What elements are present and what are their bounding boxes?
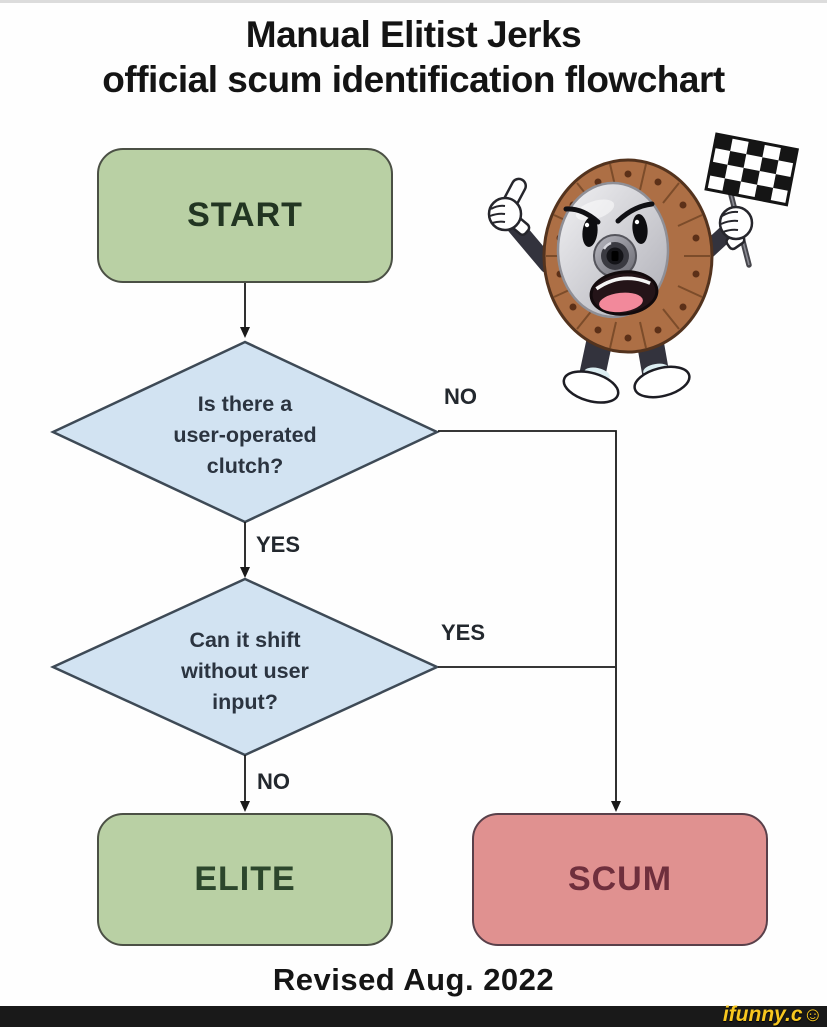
smiley-icon: ☺ — [802, 1004, 823, 1026]
scum-label: SCUM — [567, 860, 673, 898]
thumbs-up-glove-icon — [487, 177, 531, 236]
start-label: START — [187, 196, 303, 234]
decision1-line-2: user-operated — [173, 423, 317, 447]
title-line-1: Manual Elitist Jerks — [245, 14, 582, 55]
top-edge-line — [0, 0, 827, 3]
flow-node-start: START — [97, 148, 393, 283]
elite-label: ELITE — [194, 860, 296, 898]
checkered-flag-icon — [704, 132, 800, 207]
revised-date-text: Revised Aug. 2022 — [272, 962, 555, 997]
edge-label-no-2: NO — [257, 769, 290, 794]
title-line-2: official scum identification flowchart — [102, 59, 725, 100]
ifunny-watermark: ifunny.c☺ — [723, 1003, 823, 1027]
edge-label-yes-2: YES — [441, 620, 486, 645]
clutch-disc-mascot-icon — [487, 132, 800, 404]
edge-label-no-1: NO — [444, 384, 477, 409]
decision2-line-1: Can it shift — [189, 628, 301, 652]
bottom-bar — [0, 1006, 827, 1027]
page-title: Manual Elitist Jerks official scum ident… — [0, 12, 827, 102]
edge-label-yes-1: YES — [256, 532, 301, 557]
flow-node-elite: ELITE — [97, 813, 393, 946]
decision2-text: Can it shift without user input? — [145, 625, 345, 718]
flag-glove-icon — [718, 205, 754, 251]
decision1-text: Is there a user-operated clutch? — [145, 389, 345, 482]
flow-node-scum: SCUM — [472, 813, 768, 946]
decision1-line-3: clutch? — [206, 454, 284, 478]
decision2-line-2: without user — [181, 659, 309, 683]
mascot-face — [556, 181, 670, 319]
watermark-text: ifunny.c — [722, 1003, 803, 1026]
decision1-line-1: Is there a — [197, 392, 293, 416]
decision2-line-3: input? — [212, 690, 278, 714]
